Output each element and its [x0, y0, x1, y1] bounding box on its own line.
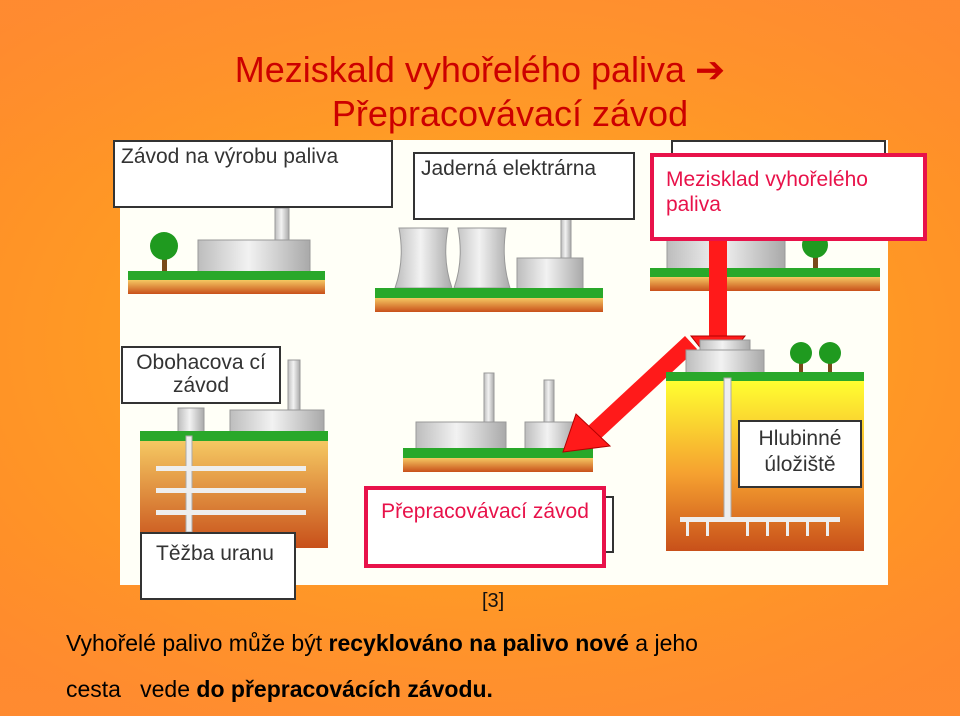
tree-icon [790, 342, 812, 374]
reprocessing-scene [403, 372, 593, 472]
soil-strip [375, 298, 603, 312]
caption-emphasis-1: recyklováno na palivo nové [328, 630, 629, 656]
fuel-factory-scene [128, 207, 325, 294]
power-plant-scene [375, 217, 603, 312]
repository-drifts [686, 522, 829, 536]
grass-strip [650, 268, 880, 277]
caption-part-1: Vyhořelé palivo může být [66, 630, 329, 656]
grass-strip [128, 271, 325, 280]
label-mining: Těžba uranu [140, 532, 296, 600]
mine-gallery [156, 510, 306, 515]
cooling-tower-right [453, 227, 511, 289]
reactor-building [516, 257, 584, 291]
repository-tunnel [680, 517, 840, 522]
label-reprocessing: Přepracovávací závod [364, 486, 606, 568]
reprocessing-building-1 [415, 421, 507, 451]
diagonal-arrow-icon [562, 336, 697, 453]
caption: Vyhořelé palivo může být recyklováno na … [66, 620, 946, 712]
label-interim-storage: Mezisklad vyhořelého paliva [650, 153, 927, 241]
reprocessing-stack-1 [483, 372, 495, 426]
enrichment-stack [287, 359, 301, 417]
label-fuel-factory: Závod na výrobu paliva [113, 140, 393, 208]
repository-building [685, 349, 765, 375]
mine-gallery [156, 466, 306, 471]
tree-icon [819, 342, 841, 374]
grass-strip [666, 372, 864, 381]
soil-strip [650, 277, 880, 291]
enrichment-scene [140, 359, 328, 548]
label-enrichment: Obohacova cí závod [121, 346, 281, 404]
cooling-tower-left [394, 227, 453, 289]
grass-strip [375, 288, 603, 298]
mine-soil [140, 441, 328, 548]
grass-strip [403, 448, 593, 458]
soil-strip [403, 458, 593, 472]
label-repository: Hlubinné úložiště [738, 420, 862, 488]
mine-gallery [156, 488, 306, 493]
repository-shaft [723, 377, 732, 519]
grass-strip [140, 431, 328, 441]
reactor-stack [560, 217, 572, 264]
soil-strip [128, 280, 325, 294]
enrichment-building-1 [177, 407, 205, 435]
mine-shaft [185, 435, 193, 533]
reference-note: [3] [482, 590, 505, 612]
caption-part-4: cesta vede [66, 676, 197, 702]
page-title: Meziskald vyhořelého paliva ➔ Přepracová… [0, 48, 960, 136]
tree-icon [150, 232, 178, 273]
title-line-1: Meziskald vyhořelého paliva ➔ [234, 49, 726, 90]
caption-part-3: a jeho [628, 630, 698, 656]
reprocessing-stack-2 [543, 379, 555, 425]
fuel-factory-building [197, 239, 311, 275]
title-line-2: Přepracovávací závod [331, 93, 689, 134]
label-power-plant: Jaderná elektrárna [413, 152, 635, 220]
caption-emphasis-2: do přepracovácích závodu. [196, 676, 493, 702]
